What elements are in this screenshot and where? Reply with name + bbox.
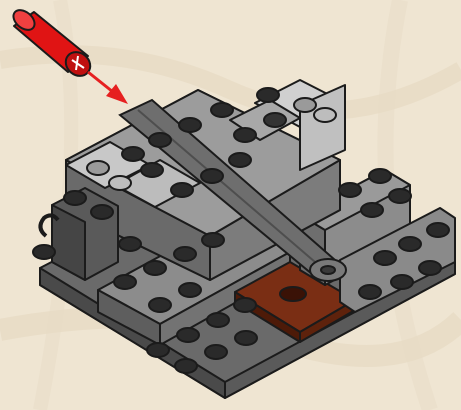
stud: [143, 260, 167, 276]
stud: [418, 260, 442, 276]
stud: [113, 274, 137, 290]
stud: [388, 188, 412, 204]
stud: [293, 97, 317, 113]
stud: [204, 344, 228, 360]
stud: [234, 330, 258, 346]
stud: [173, 246, 197, 262]
stud: [178, 117, 202, 133]
stud: [210, 102, 234, 118]
stud: [201, 232, 225, 248]
stud: [228, 152, 252, 168]
stud: [148, 132, 172, 148]
stud: [256, 87, 280, 103]
stud: [206, 312, 230, 328]
stud: [174, 358, 198, 374]
stud: [313, 107, 337, 123]
stud: [358, 284, 382, 300]
stud: [148, 297, 172, 313]
stud: [108, 175, 132, 191]
stud: [90, 204, 114, 220]
stud: [233, 127, 257, 143]
stud: [176, 327, 200, 343]
insert-arrow-icon: [87, 70, 128, 104]
stud: [390, 274, 414, 290]
stud: [32, 244, 56, 260]
stud: [368, 168, 392, 184]
stud: [263, 112, 287, 128]
stud: [118, 236, 142, 252]
stud: [63, 190, 87, 206]
studs: [32, 87, 450, 374]
stud: [178, 282, 202, 298]
stud: [373, 250, 397, 266]
stud: [200, 168, 224, 184]
stud: [86, 160, 110, 176]
stud: [360, 202, 384, 218]
stud: [170, 182, 194, 198]
stud: [398, 236, 422, 252]
stud: [146, 342, 170, 358]
stud: [338, 182, 362, 198]
stud: [121, 146, 145, 162]
stud: [233, 297, 257, 313]
stud: [426, 222, 450, 238]
stud: [140, 162, 164, 178]
